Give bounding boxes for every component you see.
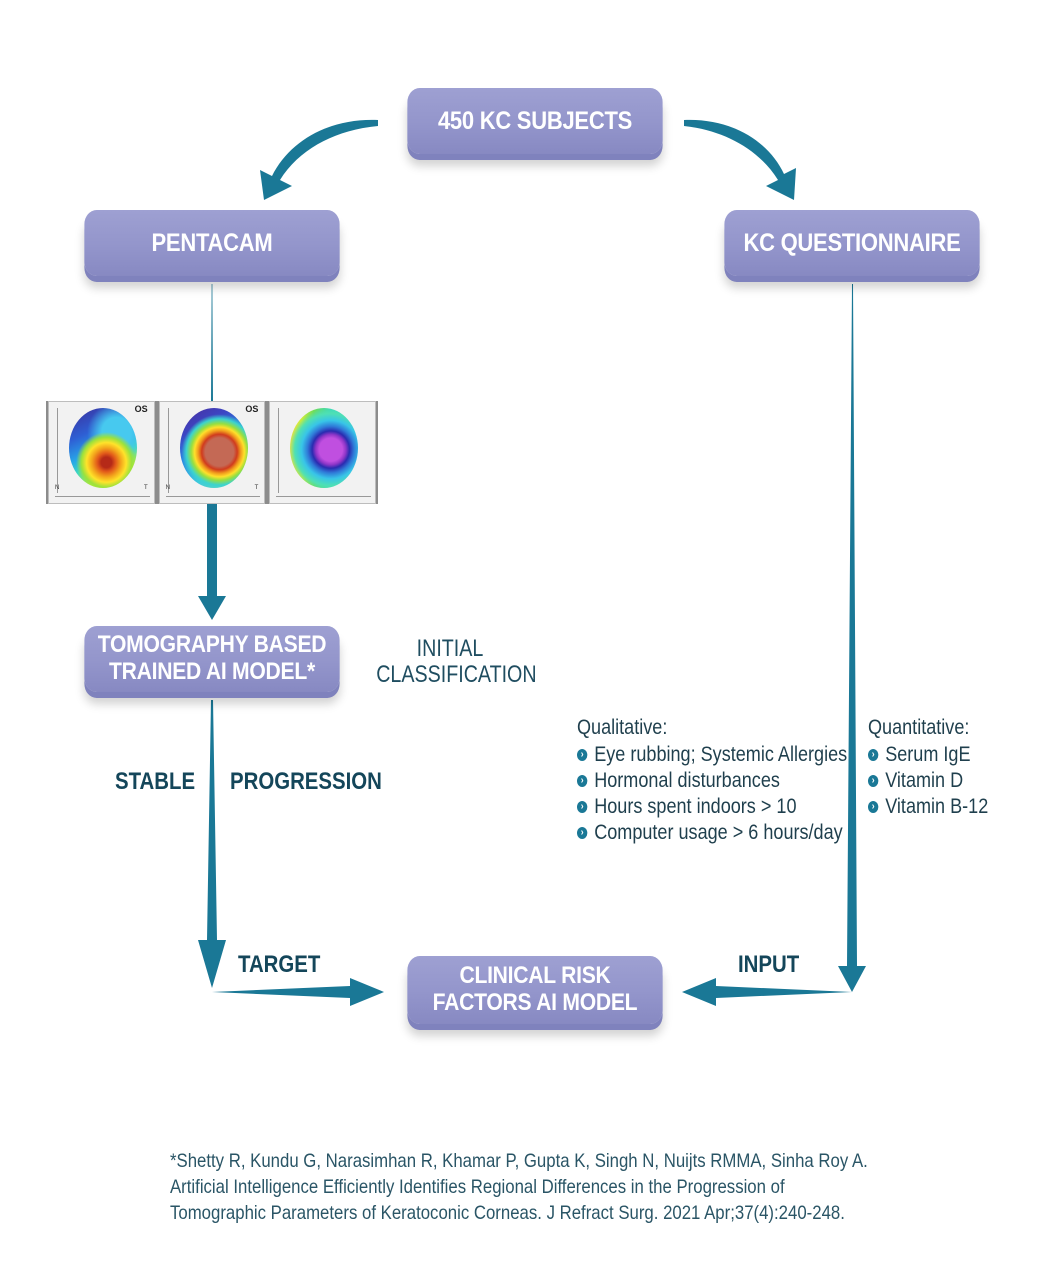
list-item-text: Vitamin B-12 bbox=[885, 795, 989, 818]
map-axis bbox=[278, 408, 280, 493]
node-label: 450 KC SUBJECTS bbox=[437, 107, 633, 135]
arrow-maps-to-tomography bbox=[198, 504, 226, 620]
arrow-questionnaire-down bbox=[838, 284, 866, 992]
list-item-text: Hours spent indoors > 10 bbox=[594, 795, 797, 818]
chevron-bullet-icon: › bbox=[868, 801, 879, 813]
list-item: › Serum IgE bbox=[868, 742, 988, 768]
chevron-bullet-icon: › bbox=[577, 749, 588, 761]
list-item-text: Serum IgE bbox=[885, 743, 971, 766]
citation-line: Tomographic Parameters of Keratoconic Co… bbox=[170, 1202, 845, 1224]
node-label-line-1: TOMOGRAPHY BASED bbox=[97, 631, 327, 659]
citation-line: Artificial Intelligence Efficiently Iden… bbox=[170, 1176, 785, 1198]
corneal-map-image bbox=[69, 408, 137, 488]
node-label: KC QUESTIONNAIRE bbox=[743, 229, 961, 257]
node-label-line-1: CLINICAL RISK bbox=[459, 962, 611, 990]
map-axis bbox=[57, 408, 58, 493]
list-item-text: Eye rubbing; Systemic Allergies bbox=[594, 743, 848, 766]
qualitative-factors: Qualitative: › Eye rubbing; Systemic Alle… bbox=[577, 716, 847, 846]
map-axis bbox=[55, 496, 150, 497]
node-label-line-2: FACTORS AI MODEL bbox=[432, 989, 638, 1016]
progression-label: PROGRESSION bbox=[230, 768, 382, 795]
label-line-2: CLASSIFICATION bbox=[376, 661, 537, 689]
node-tomography-ai-model: TOMOGRAPHY BASED TRAINED AI MODEL* bbox=[84, 626, 340, 692]
label-line-1: INITIAL bbox=[416, 635, 484, 662]
chevron-bullet-icon: › bbox=[577, 801, 588, 813]
nasal-label: N bbox=[165, 485, 171, 491]
list-item: › Computer usage > 6 hours/day bbox=[577, 820, 847, 846]
corneal-map-image bbox=[179, 408, 248, 488]
node-clinical-risk-ai-model: CLINICAL RISK FACTORS AI MODEL bbox=[407, 956, 663, 1024]
temporal-label: T bbox=[144, 485, 148, 491]
list-item: › Eye rubbing; Systemic Allergies bbox=[577, 742, 847, 768]
line-pentacam-to-maps bbox=[211, 284, 213, 402]
qualitative-heading: Qualitative: bbox=[577, 716, 668, 739]
temporal-label: T bbox=[254, 485, 259, 491]
eye-label: OS bbox=[134, 404, 148, 414]
curved-arrow-to-pentacam bbox=[260, 119, 378, 200]
map-axis bbox=[276, 496, 372, 497]
node-450-kc-subjects: 450 KC SUBJECTS bbox=[407, 88, 663, 154]
input-label: INPUT bbox=[738, 951, 800, 978]
chevron-bullet-icon: › bbox=[868, 749, 879, 761]
eye-label: OS bbox=[245, 404, 259, 414]
corneal-map-image bbox=[290, 408, 359, 488]
list-item-text: Vitamin D bbox=[885, 769, 964, 792]
quantitative-factors: Quantitative: › Serum IgE › Vitamin D › Vit… bbox=[868, 716, 988, 820]
target-label: TARGET bbox=[238, 951, 321, 978]
node-kc-questionnaire: KC QUESTIONNAIRE bbox=[724, 210, 980, 276]
pentacam-topography-maps: OS N T OS N T bbox=[46, 401, 378, 504]
list-item: › Vitamin B-12 bbox=[868, 794, 988, 820]
chevron-bullet-icon: › bbox=[868, 775, 879, 787]
map-axis bbox=[165, 496, 261, 497]
curved-arrow-to-questionnaire bbox=[684, 119, 796, 200]
nasal-label: N bbox=[55, 485, 60, 491]
list-item-text: Hormonal disturbances bbox=[594, 769, 780, 792]
map-axis bbox=[167, 408, 169, 493]
initial-classification-label: INITIAL CLASSIFICATION bbox=[376, 635, 537, 689]
node-label-line-2: TRAINED AI MODEL* bbox=[109, 658, 315, 685]
list-item-text: Computer usage > 6 hours/day bbox=[594, 821, 843, 844]
node-pentacam: PENTACAM bbox=[84, 210, 340, 276]
arrow-input-to-clinical bbox=[682, 978, 852, 1006]
arrow-tomography-to-target bbox=[198, 700, 226, 988]
chevron-bullet-icon: › bbox=[577, 827, 588, 839]
chevron-bullet-icon: › bbox=[577, 775, 588, 787]
topography-map bbox=[269, 401, 377, 504]
stable-label: STABLE bbox=[115, 768, 196, 795]
arrow-target-to-clinical bbox=[212, 978, 384, 1006]
quantitative-heading: Quantitative: bbox=[868, 716, 970, 739]
citation-footnote: *Shetty R, Kundu G, Narasimhan R, Khamar… bbox=[170, 1148, 868, 1226]
topography-map: OS N T bbox=[48, 401, 155, 504]
citation-line: *Shetty R, Kundu G, Narasimhan R, Khamar… bbox=[170, 1150, 868, 1172]
list-item: › Hormonal disturbances bbox=[577, 768, 847, 794]
topography-map: OS N T bbox=[158, 401, 266, 504]
list-item: › Vitamin D bbox=[868, 768, 988, 794]
node-label: PENTACAM bbox=[151, 229, 273, 257]
list-item: › Hours spent indoors > 10 bbox=[577, 794, 847, 820]
